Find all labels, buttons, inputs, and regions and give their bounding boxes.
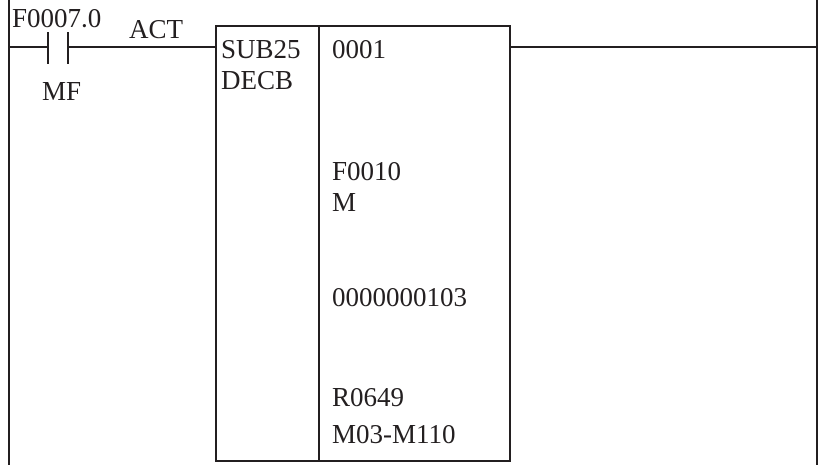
contact-address: F0007.0 xyxy=(12,3,102,33)
param-output-address: R0649 xyxy=(332,382,405,412)
function-name: DECB xyxy=(221,65,294,95)
param-source-name: M xyxy=(332,187,357,217)
param-control-data: 0001 xyxy=(332,34,386,64)
contact-name: MF xyxy=(42,76,82,106)
param-output-name: M03-M110 xyxy=(332,419,456,449)
function-block-box xyxy=(215,25,511,462)
function-number: SUB25 xyxy=(221,34,301,64)
param-code-data: 0000000103 xyxy=(332,282,467,312)
act-label: ACT xyxy=(129,14,183,44)
param-source-address: F0010 xyxy=(332,156,402,186)
